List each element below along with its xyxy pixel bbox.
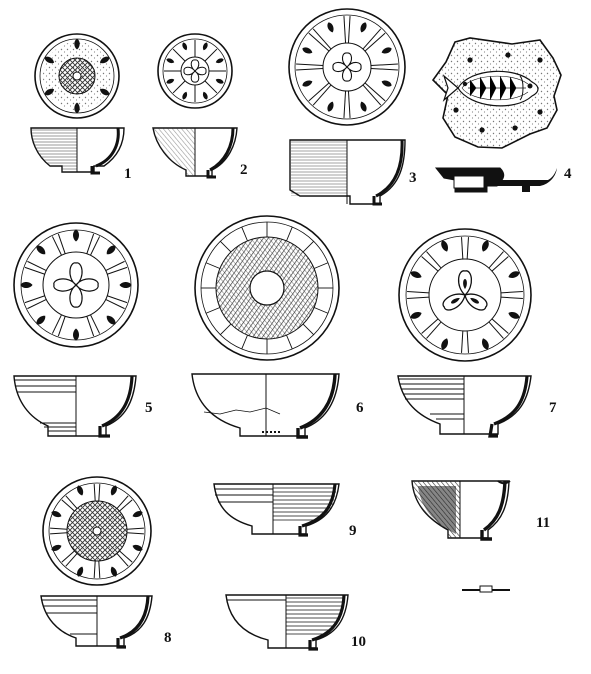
item-3-profile <box>289 139 406 206</box>
item-8-plan <box>42 476 152 586</box>
figure-number-2: 2 <box>240 162 248 178</box>
item-11-profile <box>411 480 511 541</box>
item-5-plan <box>13 222 139 348</box>
item-3-plan <box>288 8 406 126</box>
figure-number-10: 10 <box>351 634 366 650</box>
scale-bar <box>462 585 510 593</box>
item-2-profile <box>152 127 238 179</box>
item-2-plan <box>157 33 233 109</box>
figure-number-4: 4 <box>564 166 572 182</box>
item-8-profile <box>40 595 153 649</box>
item-6-profile <box>191 373 340 439</box>
figure-number-7: 7 <box>549 400 557 416</box>
figure-number-6: 6 <box>356 400 364 416</box>
item-5-profile <box>13 375 137 438</box>
item-7-plan <box>398 228 532 362</box>
item-6-plan <box>194 215 340 361</box>
figure-number-9: 9 <box>349 523 357 539</box>
item-4-profile <box>434 167 557 193</box>
item-10-profile <box>225 594 349 651</box>
item-4-sherd <box>431 37 562 149</box>
figure-number-1: 1 <box>124 166 132 182</box>
item-1-plan <box>34 33 120 119</box>
item-9-profile <box>213 483 340 537</box>
figure-number-5: 5 <box>145 400 153 416</box>
figure-number-11: 11 <box>536 515 550 531</box>
item-1-profile <box>30 127 125 175</box>
figure-number-8: 8 <box>164 630 172 646</box>
figure-number-3: 3 <box>409 170 417 186</box>
item-7-profile <box>397 375 532 438</box>
